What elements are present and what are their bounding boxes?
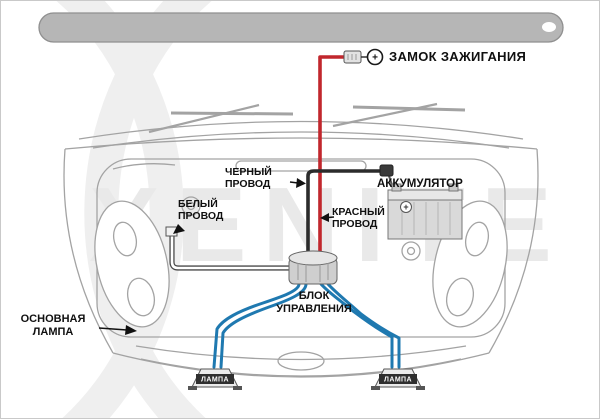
roof-bar-highlight	[542, 22, 556, 32]
ignition-connector: +	[343, 48, 384, 66]
leader-arrows	[98, 178, 335, 335]
label-control-unit-line2: УПРАВЛЕНИЯ	[276, 302, 352, 315]
headlight-left	[94, 200, 170, 328]
battery-plus-sign: +	[403, 202, 408, 212]
arrow-line-main-lamp	[98, 327, 128, 331]
arrow-to-red-wire	[320, 213, 329, 222]
label-black-wire-line1: ЧЕРНЫЙ	[225, 166, 272, 178]
label-black-wire-line2: ПРОВОД	[225, 178, 271, 191]
fender-left-outline	[63, 148, 114, 354]
label-control-unit-line1: БЛОК	[298, 290, 330, 302]
label-white-wire-line1: БЕЛЫЙ	[178, 198, 218, 210]
label-white-wire: БЕЛЫЙ ПРОВОД	[178, 198, 223, 222]
hood-latch-oval	[277, 351, 325, 371]
lamp-right-label: ЛАМПА	[384, 377, 412, 384]
battery-terminal-right	[448, 183, 459, 192]
lamp-left-illustration: ЛАМПА	[188, 368, 242, 390]
battery-terminal-left	[391, 183, 402, 192]
label-control-unit: БЛОК УПРАВЛЕНИЯ	[259, 290, 369, 315]
battery-illustration: +	[387, 183, 463, 240]
windshield-line-upper	[78, 120, 524, 140]
wiper-right	[332, 102, 466, 128]
label-red-wire: КРАСНЫЙ ПРОВОД	[332, 206, 385, 230]
blue-wire-left-2	[219, 282, 308, 369]
engine-bay-bottom-line	[135, 345, 467, 361]
arrow-to-black-wire	[296, 178, 306, 188]
fender-right-outline	[488, 148, 539, 354]
lamp-left-label: ЛАМПА	[201, 377, 229, 384]
hood-top-edge	[64, 137, 538, 150]
windshield-line-lower	[92, 131, 510, 149]
label-black-wire: ЧЕРНЫЙ ПРОВОД	[225, 166, 272, 190]
label-main-lamp-line2: ЛАМПА	[32, 325, 74, 338]
label-ignition-lock: ЗАМОК ЗАЖИГАНИЯ	[389, 49, 527, 64]
plus-icon	[366, 48, 384, 66]
roof-bar	[38, 12, 564, 43]
wiper-left	[148, 103, 294, 134]
lamp-right-illustration: ЛАМПА	[371, 368, 425, 390]
battery-plus-icon	[400, 201, 412, 213]
black-wire-connector	[379, 164, 394, 177]
black-wire	[306, 169, 384, 259]
control-unit-illustration	[288, 250, 338, 285]
bumper-inner-line	[140, 358, 462, 377]
car-body-illustration	[38, 12, 564, 378]
strut-tower-left	[181, 196, 201, 216]
blue-wires	[212, 282, 401, 369]
strut-tower-right	[401, 241, 421, 261]
arrow-to-white-wire	[173, 224, 185, 234]
label-main-lamp-line1: ОСНОВНАЯ	[20, 313, 86, 325]
label-red-wire-line1: КРАСНЫЙ	[332, 206, 385, 218]
label-red-wire-line2: ПРОВОД	[332, 218, 378, 231]
cowl-vent-strip	[235, 160, 367, 172]
label-white-wire-line2: ПРОВОД	[178, 210, 224, 223]
bumper-outer-line	[112, 352, 490, 378]
blue-wire-right-2	[326, 282, 401, 369]
plus-sign: +	[372, 53, 378, 64]
blue-wire-left-1	[212, 282, 301, 369]
engine-bay-detail-line	[112, 163, 176, 170]
arrow-to-main-lamp	[125, 325, 137, 335]
label-battery: АККУМУЛЯТОР	[377, 178, 463, 190]
white-wire	[170, 236, 290, 270]
blue-wire-right-1	[319, 282, 394, 369]
label-main-lamp: ОСНОВНАЯ ЛАМПА	[7, 313, 99, 338]
